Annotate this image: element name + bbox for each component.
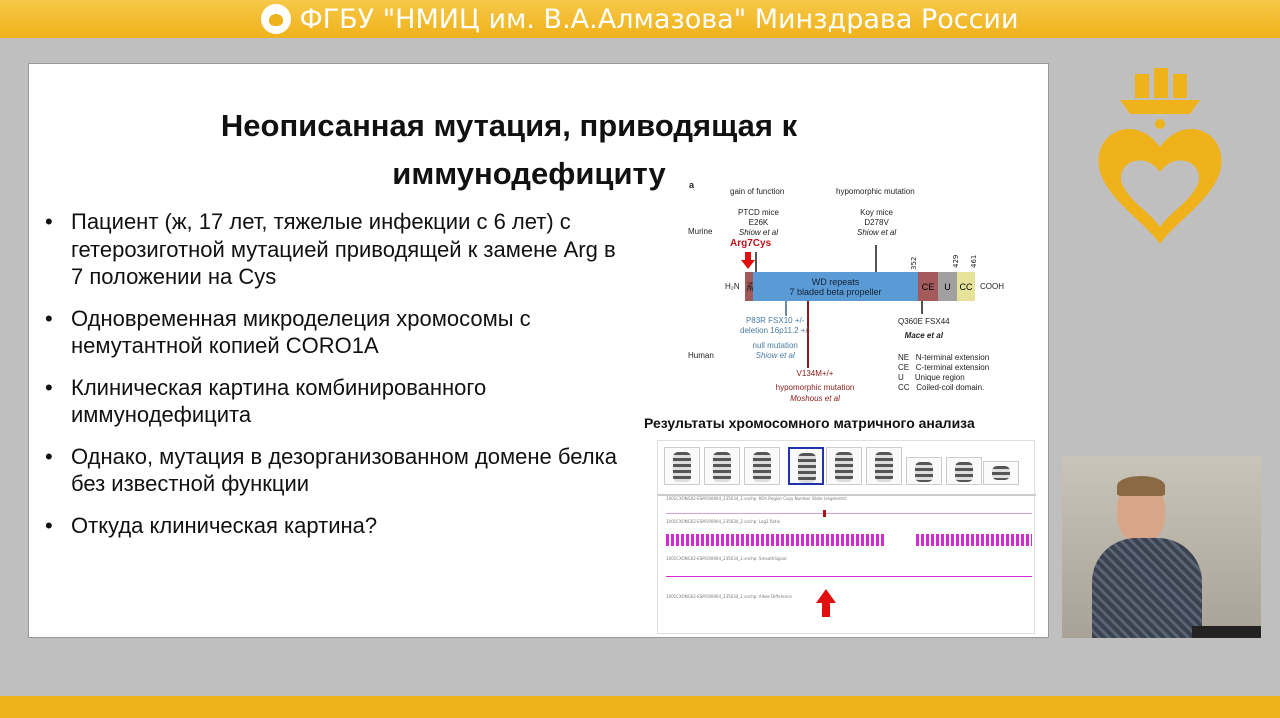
tick-461: 461: [970, 254, 978, 268]
panel-label: a: [689, 180, 695, 190]
chromosome-analysis-title: Результаты хромосомного матричного анали…: [644, 415, 975, 431]
cooh-label: COOH: [980, 282, 1004, 291]
title-line-1: Неописанная мутация, приводящая к: [220, 108, 798, 143]
ce-domain: CE: [918, 272, 938, 301]
track-label: 1001CXONG02-ESM190904_235634_2.vnchp: Lo…: [666, 519, 781, 524]
slide-title: Неописанная мутация, приводящая к иммуно…: [29, 102, 989, 198]
broadcast-banner: ФГБУ "НМИЦ им. В.А.Алмазова" Минздрава Р…: [0, 0, 1280, 38]
gof-label: gain of function: [730, 187, 785, 196]
chromosome-array-viewer: 1001CXONG02-ESM190904_235634_2.vnchp: KO…: [657, 440, 1036, 634]
ne-domain: NE: [745, 272, 753, 301]
track-label: 1001CXONG02-ESM190904_235634_2.vnchp: KO…: [666, 496, 847, 501]
red-arrow-down-icon: [741, 252, 755, 269]
hypo-label: hypomorphic mutation: [836, 187, 915, 196]
murine-label: Murine: [688, 227, 713, 236]
human-label: Human: [688, 351, 714, 360]
footer-bar: [0, 696, 1280, 718]
tick-429: 429: [952, 254, 960, 268]
presentation-slide: Неописанная мутация, приводящая к иммуно…: [28, 63, 1049, 638]
bullet-item: Клиническая картина комбинированного имм…: [45, 374, 619, 429]
track-label: 1001CXONG02-ESM190904_235634_2.vnchp: Sm…: [666, 556, 787, 561]
banner-title: ФГБУ "НМИЦ им. В.А.Алмазова" Минздрава Р…: [299, 3, 1019, 35]
almazov-logo-icon: [261, 4, 292, 34]
bullet-item: Откуда клиническая картина?: [45, 512, 619, 540]
track-label: 1001CXONG02-ESM190904_235634_2.vnchp: Al…: [666, 594, 792, 599]
heart-ship-emblem-icon: [1098, 68, 1222, 244]
speaker-video: [1062, 456, 1261, 638]
tick-352: 352: [910, 256, 918, 270]
p83r-annotation: P83R FSX10 +/-deletion 16p11.2 +/-null m…: [740, 316, 811, 360]
u-domain: U: [938, 272, 957, 301]
title-line-2: иммунодефициту: [392, 156, 666, 191]
bullet-item: Пациент (ж, 17 лет, тяжелые инфекции с 6…: [45, 208, 619, 291]
bullet-item: Однако, мутация в дезорганизованном доме…: [45, 443, 619, 498]
bullet-list: Пациент (ж, 17 лет, тяжелые инфекции с 6…: [45, 208, 619, 553]
speaker-body: [1092, 538, 1202, 638]
h2n-label: H₂N: [725, 282, 740, 291]
bullet-item: Одновременная микроделеция хромосомы с н…: [45, 305, 619, 360]
arg7cys-label: Arg7Cys: [730, 238, 772, 249]
red-arrow-up-icon: [816, 589, 836, 617]
cc-domain: CC: [957, 272, 975, 301]
